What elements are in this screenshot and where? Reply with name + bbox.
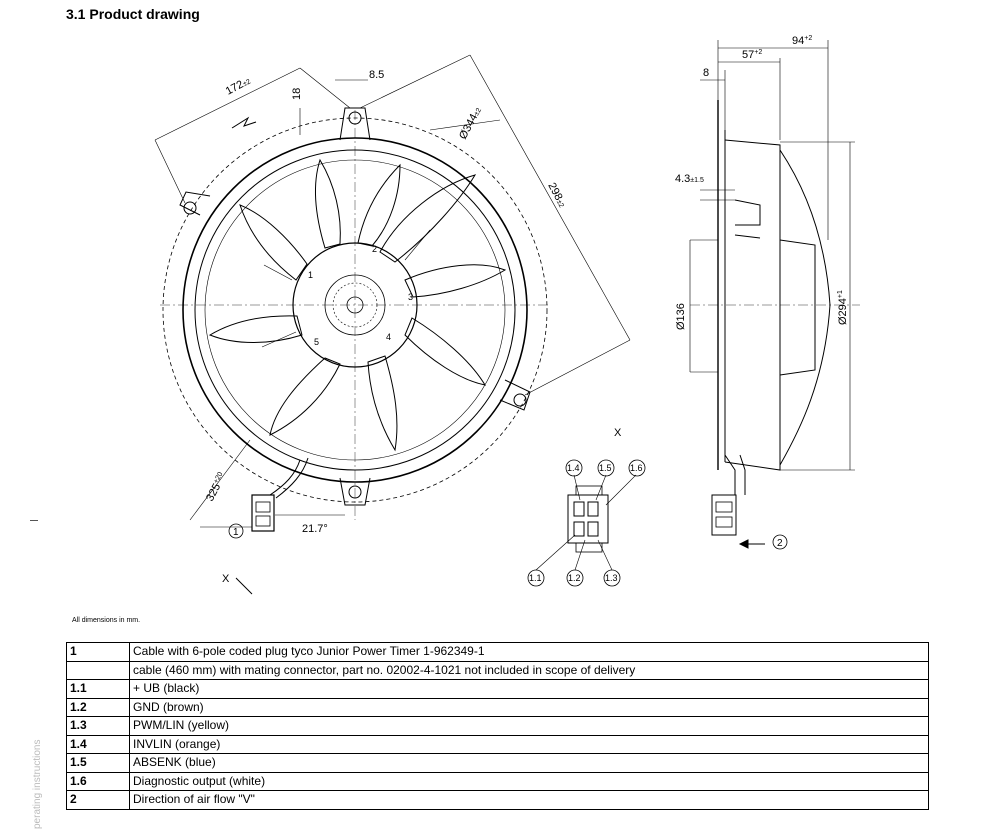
legend-number: 1.5 bbox=[66, 753, 130, 773]
svg-text:1.3: 1.3 bbox=[605, 573, 618, 583]
legend-description: cable (460 mm) with mating connector, pa… bbox=[129, 660, 929, 680]
legend-description: + UB (black) bbox=[129, 679, 929, 699]
legend-description: ABSENK (blue) bbox=[129, 753, 929, 773]
connector-detail bbox=[527, 459, 646, 587]
product-drawing: 172±2 18 8.5 Ø344±2 298±2 325+20 21.7° 2… bbox=[154, 35, 860, 595]
pin-marker-1-5 bbox=[597, 459, 615, 477]
legend-number: 1.3 bbox=[66, 716, 130, 736]
dim-d136-label: Ø136 bbox=[675, 303, 687, 330]
side-view bbox=[689, 40, 860, 549]
legend-number: 2 bbox=[66, 790, 130, 810]
legend-number: 1.1 bbox=[66, 679, 130, 699]
svg-text:1.6: 1.6 bbox=[630, 463, 643, 473]
legend-description: Direction of air flow "V" bbox=[129, 790, 929, 810]
dim-325-label: 325+20 bbox=[204, 471, 229, 503]
dim-angle-label: 21.7° bbox=[302, 523, 328, 535]
svg-text:2: 2 bbox=[777, 538, 783, 549]
pin-marker-1-4 bbox=[565, 459, 583, 477]
hub-label-1: 1 bbox=[308, 270, 313, 280]
dim-d344-label: Ø344±2 bbox=[457, 105, 484, 141]
svg-text:1: 1 bbox=[233, 527, 239, 538]
legend-number: 1.4 bbox=[66, 734, 130, 754]
side-connector bbox=[711, 494, 737, 536]
view-x-label-detail: X bbox=[614, 427, 622, 439]
view-x-label-main: X bbox=[222, 573, 230, 585]
dim-172-label: 172±2 bbox=[224, 75, 253, 98]
dim-d294-label: Ø294+1 bbox=[837, 290, 849, 325]
svg-text:1.2: 1.2 bbox=[568, 573, 581, 583]
dim-94-label: 94+2 bbox=[792, 35, 812, 47]
sidebar-text: perating instructions bbox=[32, 739, 43, 829]
dim-8-label: 8 bbox=[703, 67, 709, 79]
pin-marker-1-6 bbox=[628, 459, 646, 477]
hub-label-3: 3 bbox=[408, 292, 413, 302]
fan-blades bbox=[208, 158, 507, 452]
dimensions-note: All dimensions in mm. bbox=[72, 617, 141, 624]
legend-description: PWM/LIN (yellow) bbox=[129, 716, 929, 736]
legend-number: 1 bbox=[66, 642, 130, 662]
dim-18-label: 18 bbox=[291, 88, 303, 100]
marker-1 bbox=[228, 523, 244, 539]
legend-description: Diagnostic output (white) bbox=[129, 771, 929, 791]
svg-text:1.5: 1.5 bbox=[599, 463, 612, 473]
hub-label-2: 2 bbox=[372, 244, 377, 254]
svg-text:1.4: 1.4 bbox=[567, 463, 580, 473]
front-view bbox=[154, 54, 631, 595]
cable-path bbox=[269, 459, 301, 496]
pin-marker-1-1 bbox=[527, 569, 545, 587]
dim-57-label: 57+2 bbox=[742, 49, 762, 61]
front-connector bbox=[251, 494, 275, 532]
hub-label-5: 5 bbox=[314, 337, 319, 347]
hub-label-4: 4 bbox=[386, 332, 391, 342]
legend-row: cable (460 mm) with mating connector, pa… bbox=[66, 660, 929, 680]
legend-description: INVLIN (orange) bbox=[129, 734, 929, 754]
dimension-lines bbox=[154, 54, 631, 528]
legend-number: 1.2 bbox=[66, 697, 130, 717]
margin-mark bbox=[30, 520, 38, 521]
legend-description: GND (brown) bbox=[129, 697, 929, 717]
dim-4-3-label: 4.3±1.5 bbox=[675, 173, 704, 185]
dim-8-5-label: 8.5 bbox=[369, 69, 384, 81]
section-title: 3.1 Product drawing bbox=[66, 6, 200, 22]
pin-marker-1-3 bbox=[603, 569, 621, 587]
svg-text:1.1: 1.1 bbox=[529, 573, 542, 583]
legend-number: 1.6 bbox=[66, 771, 130, 791]
marker-2 bbox=[772, 534, 788, 550]
legend-number bbox=[66, 660, 130, 680]
legend-description: Cable with 6-pole coded plug tyco Junior… bbox=[129, 642, 929, 662]
legend-row: 1.1+ UB (black) bbox=[66, 679, 929, 699]
pin-marker-1-2 bbox=[566, 569, 584, 587]
